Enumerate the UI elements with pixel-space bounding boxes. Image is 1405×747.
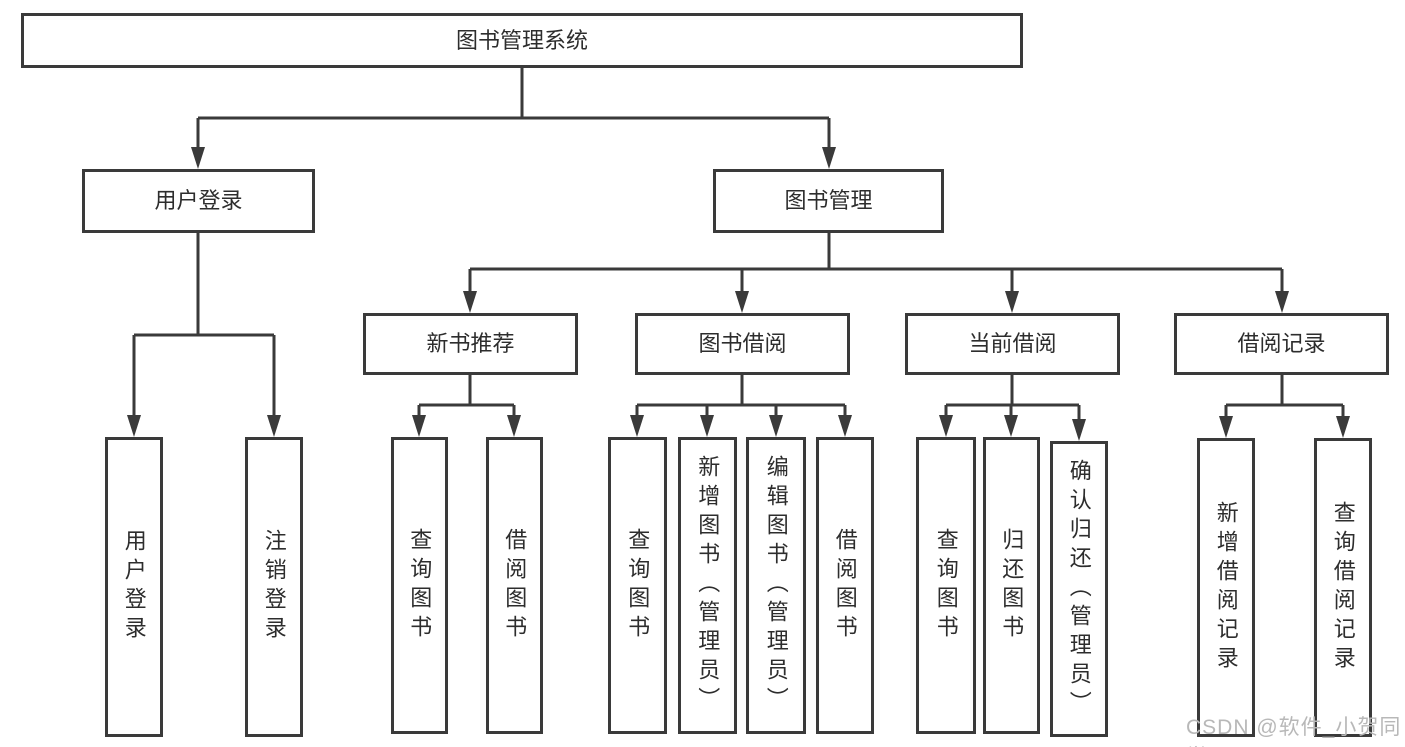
- node-cb-query-book: 查询图书: [916, 437, 976, 734]
- arrowhead-icon: [1072, 419, 1086, 441]
- node-bb-query-book: 查询图书: [608, 437, 667, 734]
- node-nbr-borrow-book: 借阅图书: [486, 437, 543, 734]
- connector-group-6: [1219, 375, 1350, 438]
- arrowhead-icon: [769, 415, 783, 437]
- node-nbr-query-book: 查询图书: [391, 437, 448, 734]
- arrowhead-icon: [1004, 415, 1018, 437]
- node-book-mgmt: 图书管理: [713, 169, 944, 233]
- node-bb-edit-book: 编辑图书（管理员）: [746, 437, 806, 734]
- connector-group-5: [939, 375, 1086, 441]
- arrowhead-icon: [463, 291, 477, 313]
- connector-group-4: [630, 375, 852, 437]
- node-br-add-record: 新增借阅记录: [1197, 438, 1255, 737]
- connector-group-3: [412, 375, 521, 437]
- node-user-login-col: 用户登录: [105, 437, 163, 737]
- arrowhead-icon: [1005, 291, 1019, 313]
- node-cb-confirm-return: 确认归还（管理员）: [1050, 441, 1108, 737]
- node-new-book-rec: 新书推荐: [363, 313, 578, 375]
- node-bb-borrow-book: 借阅图书: [816, 437, 874, 734]
- arrowhead-icon: [191, 147, 205, 169]
- watermark: CSDN @软件_小贺同学: [1186, 716, 1402, 747]
- arrowhead-icon: [700, 415, 714, 437]
- arrowhead-icon: [630, 415, 644, 437]
- arrowhead-icon: [1336, 416, 1350, 438]
- node-root: 图书管理系统: [21, 13, 1023, 68]
- arrowhead-icon: [822, 147, 836, 169]
- arrowhead-icon: [1275, 291, 1289, 313]
- connector-group-1: [127, 233, 281, 437]
- node-bb-add-book: 新增图书（管理员）: [678, 437, 737, 734]
- arrowhead-icon: [1219, 416, 1233, 438]
- connector-group-2: [463, 233, 1289, 313]
- node-cb-return-book: 归还图书: [983, 437, 1040, 734]
- arrowhead-icon: [267, 415, 281, 437]
- node-borrow-record: 借阅记录: [1174, 313, 1389, 375]
- arrowhead-icon: [507, 415, 521, 437]
- arrowhead-icon: [939, 415, 953, 437]
- arrowhead-icon: [127, 415, 141, 437]
- node-book-borrow: 图书借阅: [635, 313, 850, 375]
- connector-group-0: [191, 68, 836, 169]
- node-logout-col: 注销登录: [245, 437, 303, 737]
- node-user-login: 用户登录: [82, 169, 315, 233]
- arrowhead-icon: [412, 415, 426, 437]
- arrowhead-icon: [838, 415, 852, 437]
- arrowhead-icon: [735, 291, 749, 313]
- node-current-borrow: 当前借阅: [905, 313, 1120, 375]
- node-br-query-record: 查询借阅记录: [1314, 438, 1372, 737]
